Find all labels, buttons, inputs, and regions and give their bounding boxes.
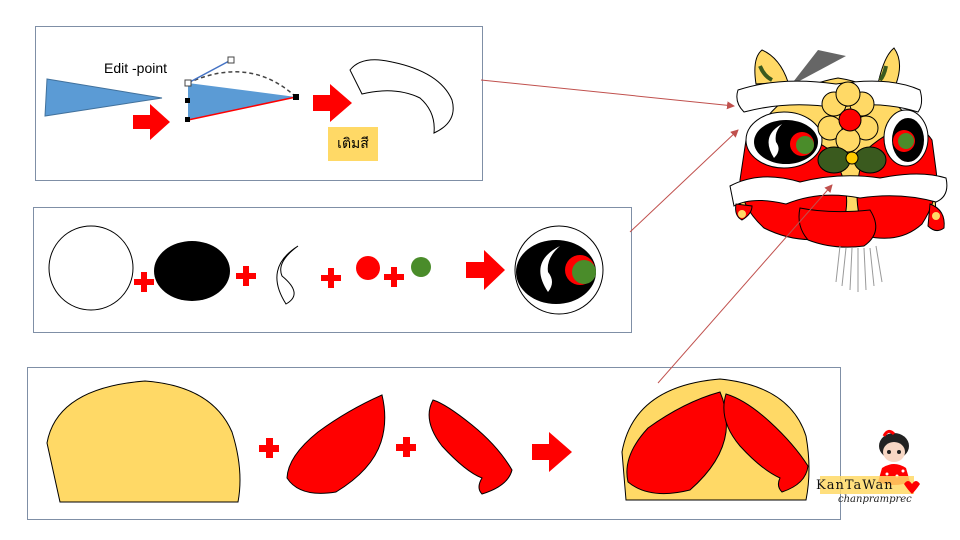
- watermark-brush-stroke: [820, 476, 914, 494]
- green-dot-shape: [411, 257, 431, 277]
- red-arrow-icon: [466, 250, 505, 290]
- composed-eye-shape: [514, 225, 604, 315]
- plus-icon: [396, 437, 416, 457]
- plus-icon: [321, 268, 341, 288]
- curved-horn-outline: [349, 59, 454, 134]
- crescent-shape: [276, 245, 299, 305]
- red-arrow-icon: [313, 84, 352, 122]
- yellow-dome-shape: [46, 380, 241, 503]
- connector-line: [629, 129, 739, 233]
- plus-icon: [236, 266, 256, 286]
- black-oval-shape: [154, 241, 230, 301]
- plus-icon: [134, 272, 154, 292]
- red-dot-shape: [356, 256, 380, 280]
- white-circle-shape: [48, 225, 134, 311]
- red-right-flap-shape: [428, 399, 513, 495]
- watermark-subtitle: chanpramprec: [838, 494, 912, 505]
- edited-triangle-shape: [184, 56, 299, 122]
- red-arrow-icon: [133, 104, 170, 140]
- connector-line: [657, 184, 833, 384]
- watermark-name: KanTaWan: [816, 478, 894, 493]
- blue-triangle-shape: [44, 78, 163, 117]
- edit-point-label: Edit -point: [104, 60, 168, 76]
- composed-head-shape: [621, 378, 810, 501]
- red-left-flap-shape: [286, 394, 386, 494]
- lion-head-illustration: [729, 47, 948, 292]
- heart-icon: [904, 481, 920, 494]
- connector-line: [480, 79, 735, 110]
- plus-icon: [259, 438, 279, 458]
- fill-color-label: เติมสี: [328, 127, 378, 161]
- red-arrow-icon: [532, 432, 572, 472]
- plus-icon: [384, 267, 404, 287]
